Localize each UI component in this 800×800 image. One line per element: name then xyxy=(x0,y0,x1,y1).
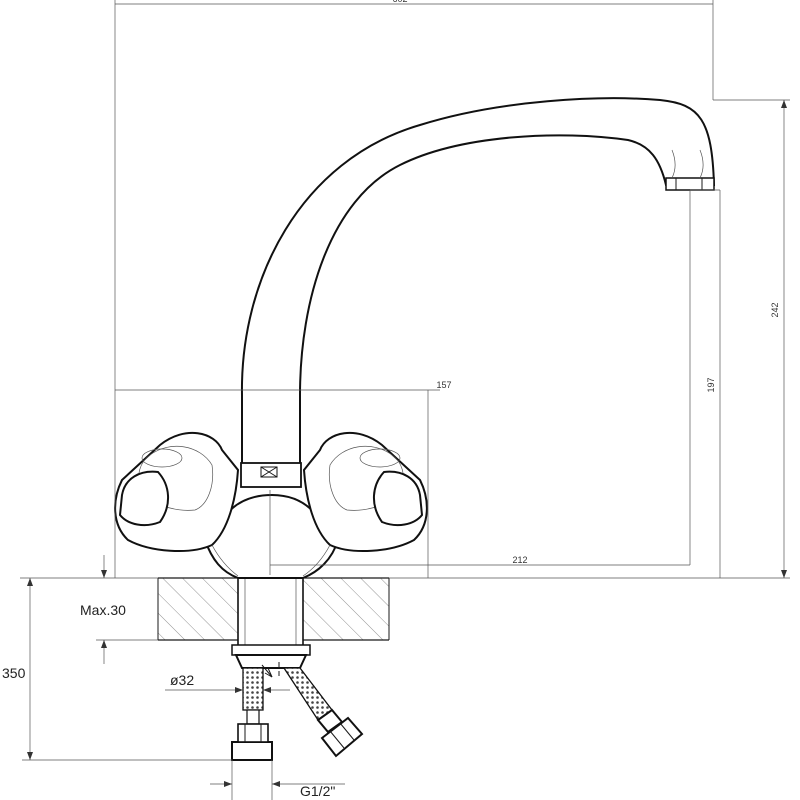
dim-spout-reach: 212 xyxy=(512,555,527,565)
supply-hoses xyxy=(231,662,364,761)
dim-body-width: 157 xyxy=(436,380,451,390)
dimension-lines xyxy=(20,0,790,800)
dim-thread: G1/2" xyxy=(300,783,335,799)
dim-diameter: ø32 xyxy=(170,672,194,688)
left-handle xyxy=(114,431,240,577)
mounting-stud xyxy=(231,575,311,669)
right-handle xyxy=(302,431,428,577)
dim-hose-length: 350 xyxy=(2,665,26,681)
countertop-section xyxy=(157,577,390,641)
dim-top-width: 602 xyxy=(392,0,407,4)
dim-max-thickness: Max.30 xyxy=(80,602,126,618)
dim-total-height: 242 xyxy=(770,302,780,317)
spout xyxy=(240,97,716,488)
dim-spout-height: 197 xyxy=(706,377,716,392)
